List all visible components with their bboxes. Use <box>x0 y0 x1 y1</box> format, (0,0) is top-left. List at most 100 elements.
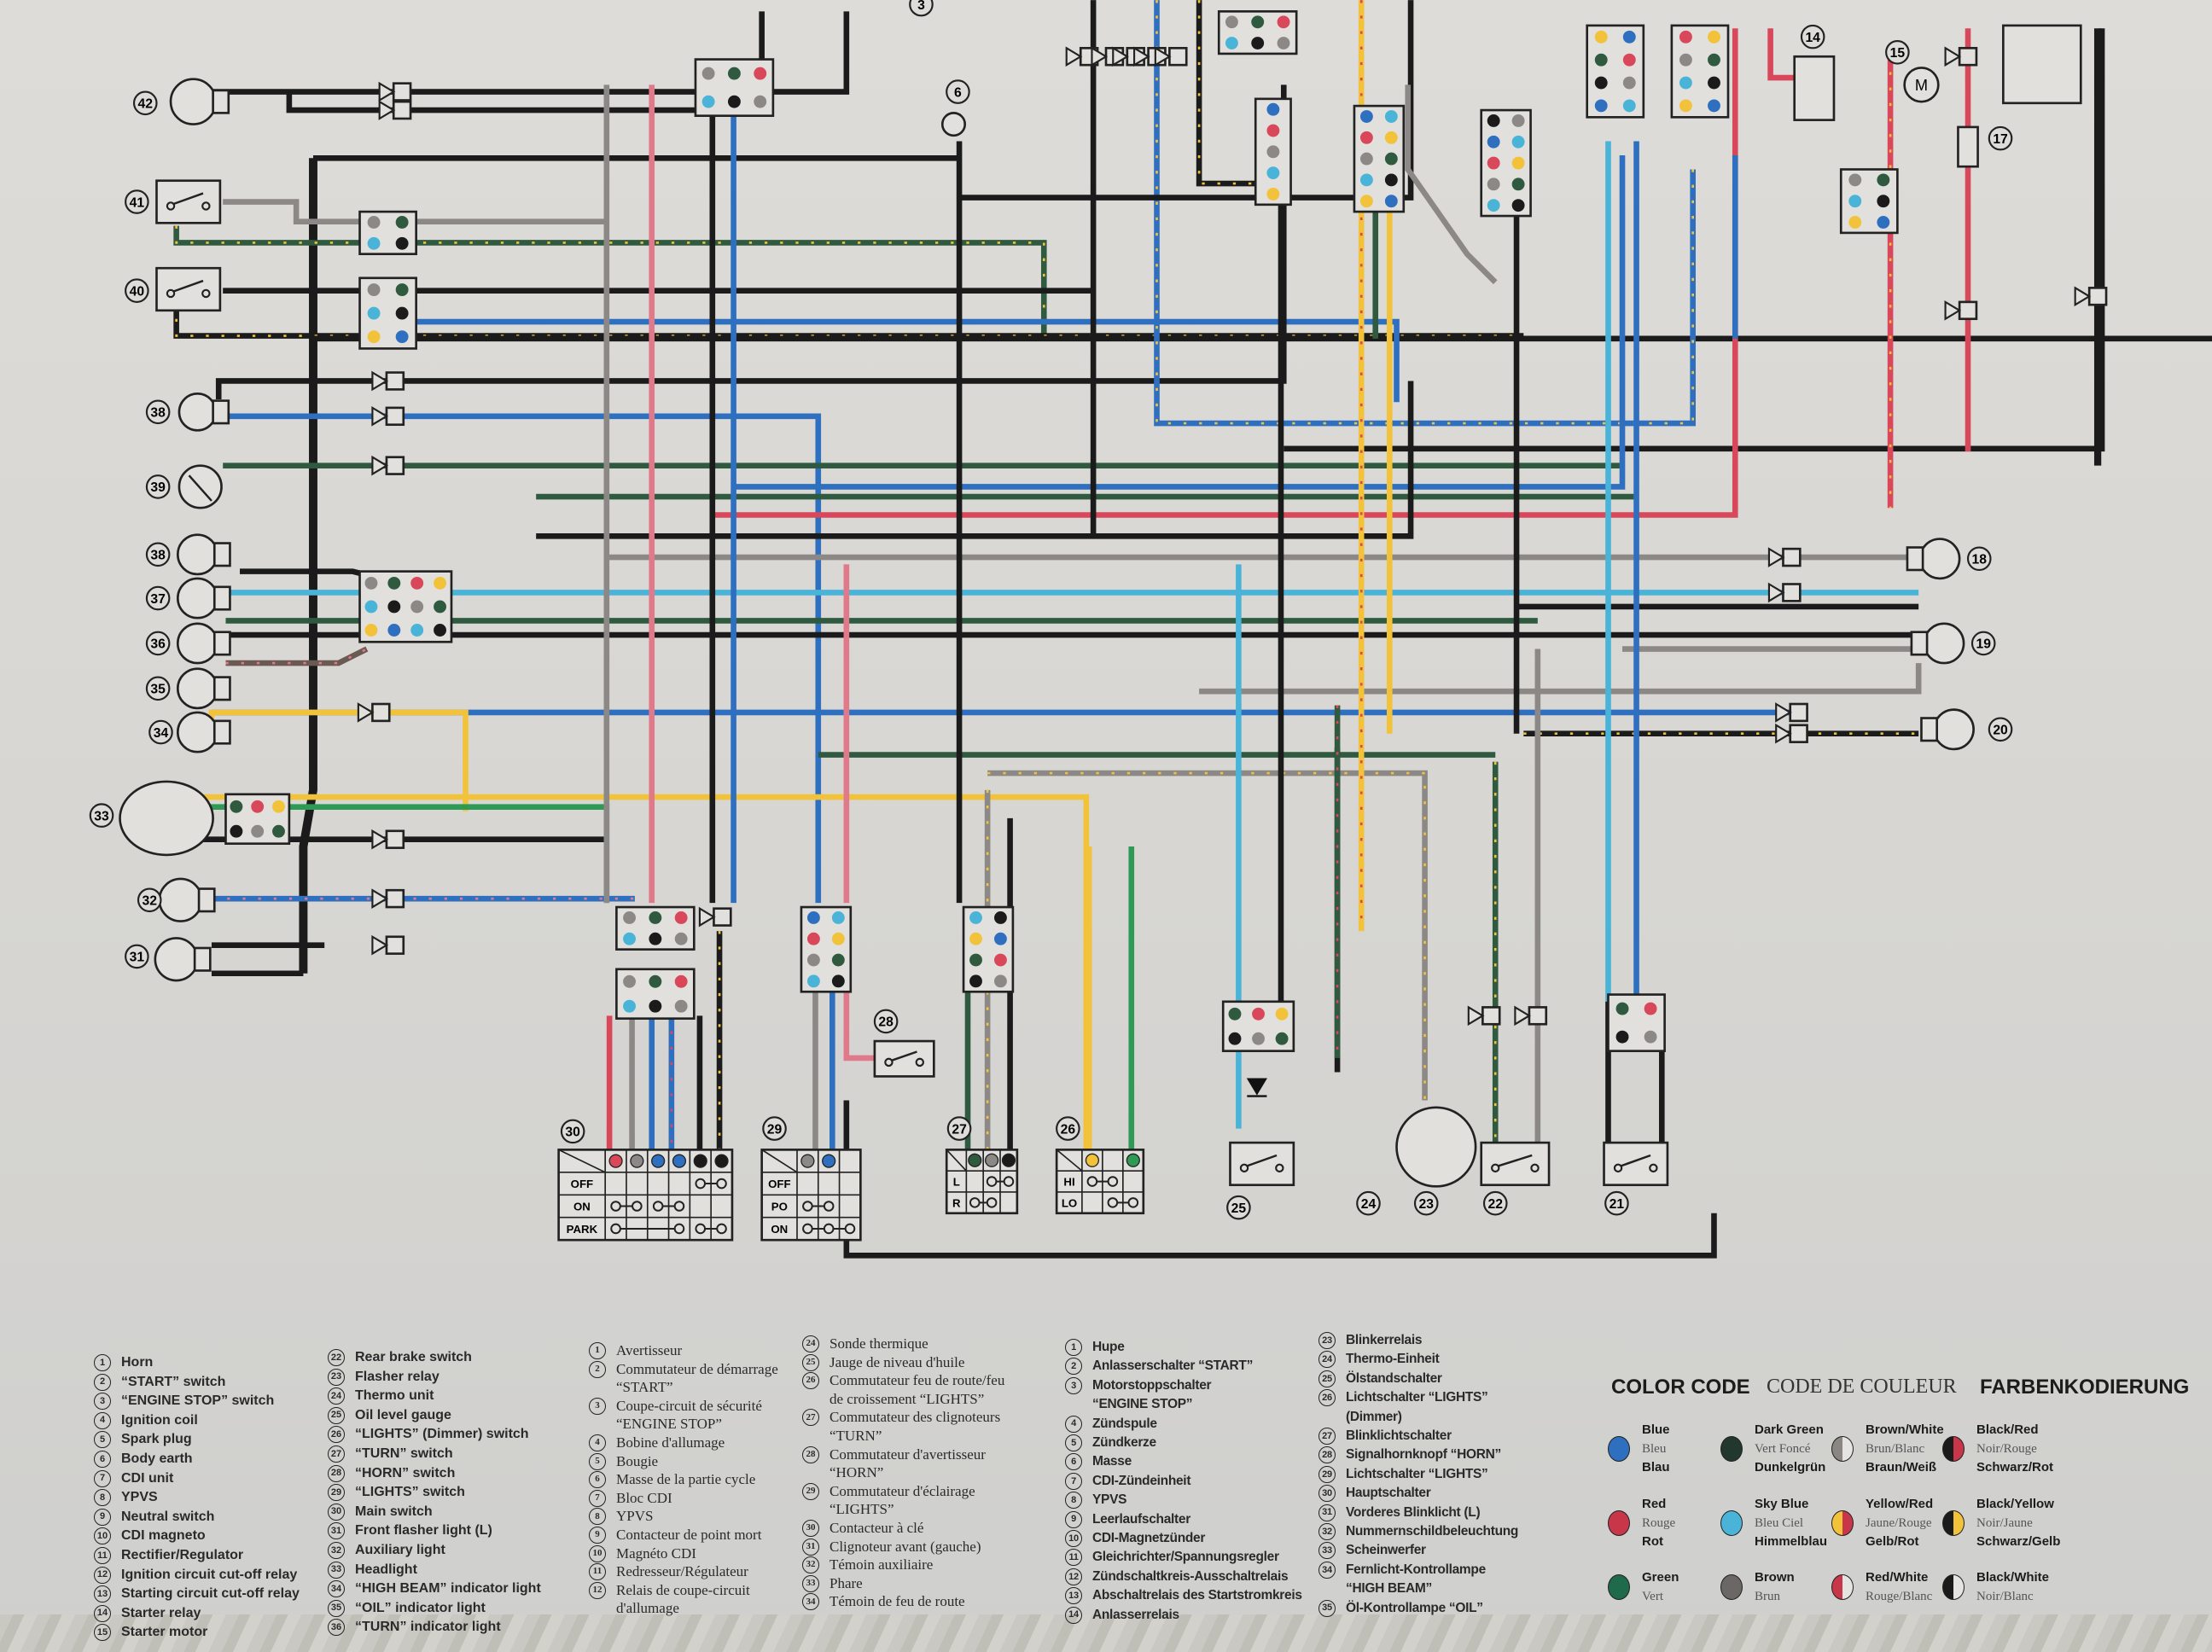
svg-text:24: 24 <box>1361 1197 1377 1212</box>
component-number: 35 <box>145 676 171 701</box>
item-label: Anlasserschalter “START” <box>1092 1358 1254 1374</box>
coupler-arrow-icon <box>371 455 389 476</box>
contact-icon <box>610 1223 621 1235</box>
starter-relay-icon <box>1793 55 1836 121</box>
item-number: 25 <box>328 1406 345 1424</box>
component-number: 38 <box>145 542 171 567</box>
contact-icon <box>823 1201 835 1212</box>
contact-icon <box>673 1201 685 1212</box>
wire <box>211 413 822 904</box>
switch-position-label: PO <box>771 1200 788 1213</box>
contact-icon <box>652 1201 664 1212</box>
coupler <box>1782 583 1802 602</box>
color-name: Himmelblau <box>1755 1534 1828 1549</box>
switch-lever <box>1498 1154 1533 1167</box>
connector-pin <box>623 932 636 945</box>
switch <box>155 266 222 312</box>
item-number: 9 <box>589 1526 606 1544</box>
contact-icon <box>802 1201 813 1212</box>
connector-pin <box>1622 76 1636 90</box>
switch-contact <box>884 1057 894 1067</box>
switch-position-label: ON <box>573 1200 591 1213</box>
component-number: 23 <box>1413 1190 1439 1216</box>
component-number: 32 <box>137 887 162 913</box>
item-number: 23 <box>328 1368 345 1386</box>
item-number: 14 <box>1065 1606 1082 1624</box>
connector-pin <box>1266 124 1280 137</box>
svg-text:34: 34 <box>154 726 169 741</box>
connector-pin <box>1848 216 1862 229</box>
component-number: 6 <box>946 79 970 104</box>
color-name: Red/White <box>1866 1570 1929 1585</box>
switch <box>155 179 222 224</box>
connector-pin <box>367 330 381 344</box>
item-label: “HIGH BEAM” indicator light <box>355 1581 541 1597</box>
connector-pin <box>831 974 845 988</box>
item-label: Contacteur à clé <box>830 1519 924 1536</box>
coupler <box>1789 702 1808 723</box>
item-label: Blinklichtschalter <box>1346 1428 1452 1444</box>
bulb-socket <box>1906 546 1924 572</box>
svg-text:6: 6 <box>954 85 962 100</box>
svg-text:26: 26 <box>1061 1122 1076 1137</box>
wire <box>286 11 765 113</box>
item-label: Ignition coil <box>121 1412 198 1428</box>
connector-pin <box>410 600 424 614</box>
item-label: YPVS <box>616 1508 654 1525</box>
bulb-socket <box>1920 717 1938 742</box>
terminal-color <box>693 1154 707 1168</box>
connector-pin <box>623 999 636 1013</box>
item-label: Rear brake switch <box>355 1350 472 1364</box>
color-name: Gelb/Rot <box>1866 1534 1919 1549</box>
terminal-color <box>822 1154 836 1168</box>
component-number: 22 <box>1482 1190 1508 1216</box>
connector-pin <box>623 911 636 924</box>
connector-pin <box>410 576 424 590</box>
item-number: 32 <box>1318 1523 1336 1541</box>
connector-pin <box>1511 156 1525 170</box>
switch-lever <box>172 192 204 206</box>
diode-icon <box>1246 1078 1267 1097</box>
item-number: 4 <box>1065 1415 1082 1433</box>
connector-pin <box>1877 195 1890 208</box>
terminal-color <box>608 1154 623 1168</box>
terminal-color <box>672 1154 687 1168</box>
color-name: Yellow/Red <box>1866 1497 1934 1511</box>
bulb-icon <box>176 577 218 620</box>
color-name: Blue <box>1642 1422 1670 1437</box>
color-name: Red <box>1642 1497 1667 1511</box>
coupler-arrow-icon <box>371 888 389 909</box>
svg-text:20: 20 <box>1993 724 2008 738</box>
contact-icon <box>695 1178 707 1190</box>
connector-pin <box>727 67 741 80</box>
coupler <box>385 829 405 849</box>
color-name: Vert Foncé <box>1755 1442 1811 1456</box>
coupler-arrow-icon <box>357 702 375 723</box>
connector-pin <box>649 974 662 988</box>
item-number: 33 <box>802 1574 819 1592</box>
contact-icon <box>1107 1176 1119 1187</box>
item-number: 25 <box>1318 1370 1336 1387</box>
item-label: Starting circuit cut-off relay <box>121 1586 300 1602</box>
connector-pin <box>1511 177 1525 191</box>
coupler-arrow-icon <box>1767 547 1785 567</box>
connector-pin <box>1359 110 1373 123</box>
connector-pin <box>1644 1030 1657 1044</box>
legend-item: 3“ENGINE STOP” switch <box>94 1392 300 1411</box>
color-name: Rot <box>1642 1534 1663 1549</box>
item-number: 15 <box>94 1624 111 1642</box>
switch-contact <box>1530 1163 1540 1173</box>
item-number: 27 <box>802 1409 819 1427</box>
connector-pin <box>1594 30 1608 44</box>
coupler-arrow-icon <box>371 405 389 427</box>
connector-pin <box>367 216 381 229</box>
connector-pin <box>1679 99 1692 113</box>
